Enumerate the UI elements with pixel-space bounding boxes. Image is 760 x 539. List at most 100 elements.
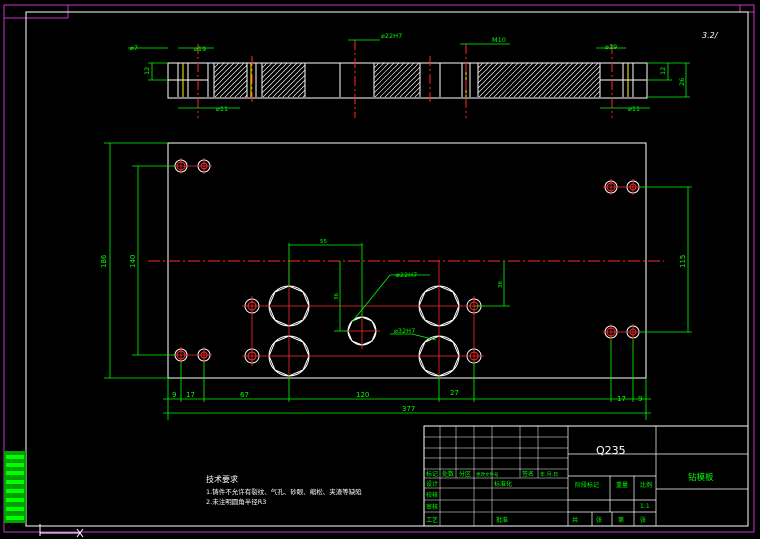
hatch-line	[399, 76, 421, 98]
hatch-line	[373, 62, 400, 89]
hatch-line	[239, 89, 248, 98]
dim-b9: 9	[172, 391, 176, 399]
hatch-line	[573, 70, 601, 98]
hatch-line	[503, 62, 539, 98]
hatch-line	[214, 64, 248, 98]
hatch-line	[277, 69, 306, 98]
hatch-line	[213, 62, 240, 89]
layer-strip	[4, 451, 26, 523]
hatch-line	[297, 89, 306, 98]
lbl-sheet: 张	[596, 516, 602, 524]
material: Q235	[596, 444, 626, 457]
hatch-line	[523, 62, 559, 98]
hatch-line	[477, 62, 489, 74]
hatch-line	[548, 62, 584, 98]
hatch-line	[518, 62, 554, 98]
ucs-icon	[39, 524, 84, 538]
section-hatch	[213, 62, 601, 98]
hatch-line	[477, 62, 499, 84]
hatch-line	[219, 69, 248, 98]
hatch-line	[493, 62, 529, 98]
hdr-sign: 签名	[522, 470, 534, 478]
hatch-line	[553, 62, 589, 98]
dim-m10: M10	[492, 36, 506, 44]
hatch-line	[513, 62, 549, 98]
hatch-line	[373, 62, 390, 79]
hatch-line	[373, 62, 385, 74]
hatch-line	[282, 74, 306, 98]
hatch-line	[287, 79, 306, 98]
lbl-approve: 批准	[496, 516, 508, 524]
dim-h26: 26	[678, 78, 686, 86]
dim-h12-left: 12	[143, 67, 151, 75]
hatch-line	[488, 62, 524, 98]
hdr-file: 更改文件号	[476, 471, 499, 478]
plan-view: 186 140 115 55 36 36 ⌀22H7 ⌀32H7 9 17 67…	[100, 142, 692, 420]
lbl-standard: 标准化	[494, 480, 512, 488]
lbl-process: 工艺	[426, 516, 438, 524]
hatch-line	[558, 62, 594, 98]
dim-d19-right: ⌀19	[605, 43, 617, 51]
roughness-mark: 3.2/	[702, 31, 719, 40]
dim-186: 186	[100, 254, 108, 268]
dim-b120: 120	[356, 391, 369, 399]
dim-140: 140	[129, 255, 137, 268]
hatch-line	[478, 62, 514, 98]
hdr-count: 处数	[442, 470, 454, 478]
hatch-line	[588, 85, 601, 98]
hatch-line	[508, 62, 544, 98]
technical-requirements: 技术要求 1.铸件不允许有裂纹、气孔、砂眼、缩松、夹渣等缺陷 2.未注明圆角半径…	[206, 474, 362, 506]
hatch-line	[528, 62, 564, 98]
lbl-check: 校核	[426, 491, 438, 499]
dim-b17r: 17	[617, 395, 626, 403]
hatch-line	[394, 71, 421, 98]
hatch-line	[373, 62, 380, 69]
hatch-line	[373, 62, 395, 84]
hatch-line	[234, 84, 248, 98]
hatch-line	[583, 80, 601, 98]
lbl-review: 审核	[426, 503, 438, 511]
dim-d19-left: ⌀19	[194, 45, 206, 53]
hatch-line	[213, 62, 220, 69]
dim-b9r: 9	[638, 395, 642, 403]
hatch-line	[543, 62, 579, 98]
hatch-line	[563, 62, 599, 98]
hatch-line	[593, 90, 601, 98]
dim-d11-left: ⌀11	[216, 105, 228, 113]
hatch-line	[224, 74, 248, 98]
dim-b67: 67	[240, 391, 249, 399]
hatch-line	[262, 62, 298, 98]
scale-value: 1:1	[640, 503, 650, 510]
hatch-line	[292, 84, 306, 98]
dim-d7: ⌀7	[130, 44, 138, 52]
lbl-total: 共	[572, 516, 578, 524]
hdr-mark: 标记	[426, 470, 438, 478]
hatch-line	[404, 81, 421, 98]
hatch-line	[389, 66, 421, 98]
hatch-line	[213, 62, 230, 79]
dim-36-right: 36	[498, 281, 504, 288]
hatch-line	[213, 62, 225, 74]
hatch-line	[374, 62, 410, 98]
hatch-line	[261, 62, 273, 74]
dim-b17: 17	[186, 391, 195, 399]
tech-req-line1: 1.铸件不允许有裂纹、气孔、砂眼、缩松、夹渣等缺陷	[206, 487, 362, 496]
hatch-line	[213, 62, 235, 84]
hatch-line	[379, 62, 415, 98]
dim-b377: 377	[402, 405, 415, 413]
dim-115: 115	[679, 255, 687, 268]
dim-d11-right: ⌀11	[628, 105, 640, 113]
part-name: 钻模板	[688, 472, 714, 483]
hatch-line	[267, 62, 303, 98]
dim-h12-right: 12	[659, 67, 667, 75]
hatch-line	[261, 62, 278, 79]
section-view: ⌀7 ⌀19 ⌀22H7 M10 ⌀19 ⌀11 ⌀11 12 12 26	[128, 32, 690, 118]
dim-d22h7-top: ⌀22H7	[381, 32, 402, 40]
hatch-line	[477, 62, 509, 94]
hatch-line	[414, 91, 421, 98]
dim-d22h7: ⌀22H7	[396, 271, 417, 279]
lbl-page: 第	[618, 516, 624, 524]
lbl-weight: 重量	[616, 481, 628, 489]
tech-req-title: 技术要求	[206, 474, 238, 484]
hatch-line	[272, 64, 306, 98]
